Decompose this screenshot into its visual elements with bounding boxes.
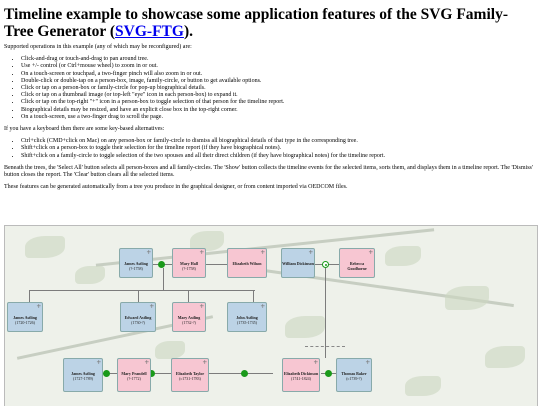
person-dates: (c1739-?) [346, 376, 362, 381]
person-dates: (1741-1824) [291, 376, 311, 381]
person-box-james-astling[interactable]: + James Astling (1727-1789) [63, 358, 103, 392]
person-dates: (1727-1789) [73, 376, 93, 381]
list-item: Click or tap on a person-box or family-c… [21, 85, 536, 92]
page-title: Timeline example to showcase some applic… [4, 6, 508, 40]
leaf [405, 376, 441, 396]
plus-icon[interactable]: + [260, 302, 265, 311]
operations-list: Click-and-drag or touch-and-drag to pan … [4, 56, 536, 121]
person-box-edward-astling[interactable]: + Edward Astling (1730-?) [120, 302, 156, 332]
sibling-line [29, 290, 255, 291]
plus-icon[interactable]: + [260, 248, 265, 257]
person-dates: (?-1772) [127, 376, 141, 381]
person-box-john-astling[interactable]: + John Astling (1735-1735) [227, 302, 267, 332]
plus-icon[interactable]: + [144, 358, 149, 367]
leaf [285, 316, 325, 338]
plus-icon[interactable]: + [146, 248, 151, 257]
leaf [190, 231, 224, 251]
person-name: Elizabeth Wilson [232, 261, 262, 266]
person-dates: (?-1758) [182, 266, 196, 271]
person-box-mary-hall[interactable]: + Mary Hall (?-1758) [172, 248, 206, 278]
generate-description: These features can be generated automati… [4, 184, 348, 191]
person-name: James Astling [13, 315, 37, 320]
person-box-elizabeth-dickinson[interactable]: + Elizabeth Dickinson (1741-1824) [282, 358, 320, 392]
list-item: Shift+click on a family-circle to toggle… [21, 153, 536, 160]
list-item: Click-and-drag or touch-and-drag to pan … [21, 56, 536, 63]
plus-icon[interactable]: + [199, 302, 204, 311]
person-name: Mary Hall [180, 261, 198, 266]
dashed-link [305, 346, 345, 347]
leaf [25, 236, 65, 258]
svg-ftg-link[interactable]: SVG-FTG [115, 23, 184, 40]
leaf [385, 246, 421, 266]
person-name: Mary Astling [177, 315, 201, 320]
family-tree-canvas[interactable]: + James Astling (?-1758) + Mary Hall (?-… [4, 225, 538, 406]
person-box-rebecca-goodhorne[interactable]: + Rebecca Goodhorne [339, 248, 375, 278]
buttons-description: Beneath the trees, the 'Select All' butt… [4, 164, 533, 179]
leaf [155, 341, 185, 359]
plus-icon[interactable]: + [36, 302, 41, 311]
list-item: Use +/- control (or Ctrl+mouse wheel) to… [21, 63, 536, 70]
person-dates: (?-1758) [129, 266, 143, 271]
plus-icon[interactable]: + [149, 302, 154, 311]
person-dates: (c1731-1783) [179, 376, 201, 381]
plus-icon[interactable]: + [313, 358, 318, 367]
plus-icon[interactable]: + [308, 248, 313, 257]
family-circle[interactable] [241, 370, 248, 377]
intro-text: Supported operations in this example (an… [4, 44, 192, 50]
keyboard-ops-list: Ctrl+click (CMD+click on Mac) on any per… [4, 138, 536, 160]
family-circle[interactable] [322, 261, 329, 268]
person-name: William Dickinson [282, 261, 314, 266]
person-name: James Astling [71, 371, 95, 376]
plus-icon[interactable]: + [368, 248, 373, 257]
person-box-mary-astling[interactable]: + Mary Astling (1732-?) [172, 302, 206, 332]
family-circle[interactable] [148, 370, 155, 377]
list-item: On a touch-screen, use a two-finger drag… [21, 114, 536, 121]
list-item: Click or tap on the top-right "+" icon i… [21, 99, 536, 106]
person-name: Rebecca Goodhorne [347, 261, 367, 271]
person-dates: (1730-?) [131, 320, 145, 325]
person-name: Edward Astling [124, 315, 152, 320]
person-name: Elizabeth Dickinson [283, 371, 319, 376]
leaf [445, 286, 489, 310]
person-box-thomas-baker[interactable]: + Thomas Baker (c1739-?) [336, 358, 372, 392]
leaf [75, 266, 105, 284]
list-item: Ctrl+click (CMD+click on Mac) on any per… [21, 138, 536, 145]
person-dates: (1720-1726) [15, 320, 35, 325]
list-item: Shift+click on a person-box to toggle th… [21, 145, 536, 152]
list-item: Biographical details may be resized, and… [21, 107, 536, 114]
person-name: John Astling [236, 315, 258, 320]
plus-icon[interactable]: + [365, 358, 370, 367]
person-name: Thomas Baker [341, 371, 367, 376]
family-circle[interactable] [158, 261, 165, 268]
plus-icon[interactable]: + [199, 248, 204, 257]
descent-line [163, 268, 164, 290]
person-box-elizabeth-taylor[interactable]: + Elizabeth Taylor (c1731-1783) [171, 358, 209, 392]
child-line [253, 290, 254, 302]
list-item: Double-click or double-tap on a person-b… [21, 78, 536, 85]
person-box-elizabeth-wilson[interactable]: + Elizabeth Wilson [227, 248, 267, 278]
person-box-james-astling[interactable]: + James Astling (?-1758) [119, 248, 153, 278]
plus-icon[interactable]: + [96, 358, 101, 367]
child-line [138, 290, 139, 302]
person-dates: (1735-1735) [237, 320, 257, 325]
person-box-mary-prandell[interactable]: + Mary Prandell (?-1772) [117, 358, 151, 392]
child-line [188, 290, 189, 302]
descent-line [325, 268, 326, 358]
plus-icon[interactable]: + [202, 358, 207, 367]
person-box-william-dickinson[interactable]: + William Dickinson [281, 248, 315, 278]
list-item: Click or tap on a thumbnail image (or to… [21, 92, 536, 99]
person-name: Mary Prandell [121, 371, 147, 376]
family-circle[interactable] [325, 370, 332, 377]
family-circle[interactable] [103, 370, 110, 377]
list-item: On a touch-screen or touchpad, a two-fin… [21, 71, 536, 78]
person-name: Elizabeth Taylor [175, 371, 205, 376]
person-dates: (1732-?) [182, 320, 196, 325]
leaf [485, 346, 525, 368]
keyboard-intro-text: If you have a keyboard then there are so… [4, 126, 165, 133]
person-box-james-astling[interactable]: + James Astling (1720-1726) [7, 302, 43, 332]
person-name: James Astling [124, 261, 148, 266]
child-line [29, 290, 30, 302]
